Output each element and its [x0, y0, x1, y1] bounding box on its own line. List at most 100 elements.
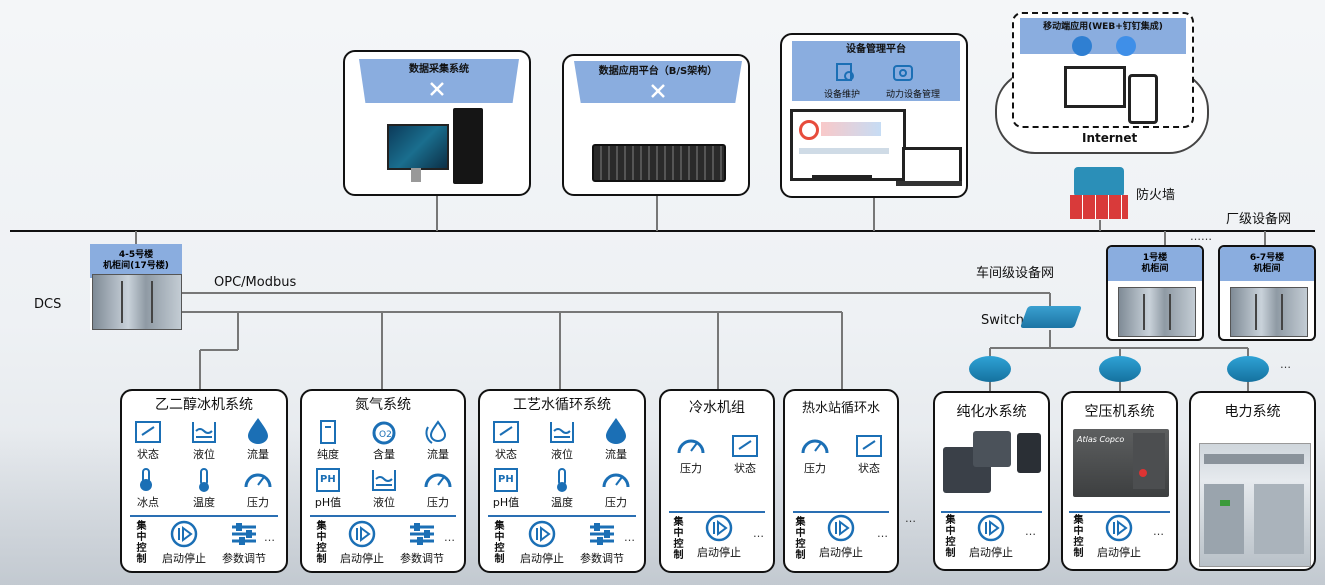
- more-ellipsis: …: [1153, 525, 1164, 538]
- dashboard-screen-image: [790, 109, 906, 181]
- start-stop-button[interactable]: 启动停止: [811, 513, 871, 560]
- param-adjust-button[interactable]: 参数调节: [392, 519, 452, 566]
- phone-image: [1128, 74, 1158, 124]
- separator: [130, 515, 278, 517]
- level-icon: 液位: [536, 419, 588, 462]
- rack-server-image: [592, 144, 726, 182]
- cross-arrows-icon: [430, 82, 444, 96]
- internet-label: Internet: [1082, 131, 1138, 145]
- pressure-icon: 压力: [665, 433, 717, 476]
- ie-browser-icon: [1072, 36, 1092, 56]
- system-title: 电力系统: [1224, 404, 1281, 420]
- status-icon: 状态: [480, 419, 532, 462]
- glycol-chiller-system: 乙二醇冰机系统 状态 液位 流量 冰点 温度 压力 集中控制 启动停止 参数调节…: [120, 389, 288, 573]
- router-icon: [1099, 356, 1141, 382]
- power-device-icon: [893, 65, 913, 81]
- cross-arrows-icon: [651, 84, 665, 98]
- purity-icon: 纯度: [302, 419, 354, 462]
- data-collection-header: 数据采集系统: [359, 59, 519, 103]
- svg-text:PH: PH: [320, 474, 336, 485]
- data-app-box: 数据应用平台（B/S架构）: [562, 54, 750, 196]
- dcs-label: DCS: [34, 297, 62, 312]
- central-control-label: 集中控制: [945, 515, 956, 559]
- firewall-label: 防火墙: [1136, 188, 1176, 203]
- separator: [941, 511, 1042, 513]
- system-title: 纯化水系统: [956, 404, 1027, 420]
- hot-water-station: 热水站循环水 压力 状态 集中控制 启动停止 …: [783, 389, 899, 573]
- power-system: 电力系统: [1189, 391, 1316, 571]
- system-title: 热水站循环水: [801, 401, 880, 416]
- cabinet-room-4-5: 4-5号楼 机柜间(17号楼): [90, 244, 182, 330]
- laptop-image: [1064, 66, 1126, 108]
- monitor-stand: [812, 175, 872, 181]
- systems-ellipsis: …: [905, 512, 916, 525]
- mobile-app-box: 移动端应用(WEB+钉钉集成): [1012, 12, 1194, 128]
- central-control-label: 集中控制: [795, 517, 806, 561]
- more-ellipsis: …: [753, 527, 764, 540]
- routers-ellipsis: …: [1280, 358, 1291, 371]
- dingtalk-icon: [1116, 36, 1136, 56]
- cabinet-image: [92, 274, 182, 330]
- building-4-5-header: 4-5号楼 机柜间(17号楼): [90, 244, 182, 278]
- device-mgmt-box: 设备管理平台 设备维护 动力设备管理: [780, 33, 968, 198]
- more-ellipsis: …: [444, 531, 455, 544]
- data-collection-box: 数据采集系统: [343, 50, 531, 196]
- building-1-header: 1号楼 机柜间: [1108, 247, 1202, 281]
- router-icon: [969, 356, 1011, 382]
- temperature-icon: 温度: [536, 467, 588, 510]
- central-control-label: 集中控制: [673, 517, 684, 561]
- temperature-icon: 温度: [178, 467, 230, 510]
- svg-text:O2: O2: [379, 430, 392, 440]
- laptop-image: [902, 147, 962, 185]
- start-stop-button[interactable]: 启动停止: [961, 513, 1021, 560]
- start-stop-button[interactable]: 启动停止: [689, 513, 749, 560]
- param-adjust-button[interactable]: 参数调节: [214, 519, 274, 566]
- device-mgmt-header: 设备管理平台: [792, 41, 960, 101]
- device-maint-label: 设备维护: [824, 90, 861, 100]
- param-adjust-button[interactable]: 参数调节: [572, 519, 632, 566]
- building-6-7-header: 6-7号楼 机柜间: [1220, 247, 1314, 281]
- opc-modbus-label: OPC/Modbus: [214, 275, 297, 290]
- router-icon: [1227, 356, 1269, 382]
- buildings-ellipsis: ……: [1190, 230, 1212, 243]
- switch-label: Switch: [981, 313, 1024, 328]
- flow-icon: 流量: [232, 415, 284, 462]
- svg-text:PH: PH: [498, 474, 514, 485]
- start-stop-button[interactable]: 启动停止: [512, 519, 572, 566]
- level-icon: 液位: [358, 467, 410, 510]
- more-ellipsis: …: [264, 531, 275, 544]
- central-control-label: 集中控制: [494, 521, 505, 565]
- start-stop-button[interactable]: 启动停止: [332, 519, 392, 566]
- status-icon: 状态: [843, 433, 895, 476]
- data-app-header: 数据应用平台（B/S架构）: [574, 61, 742, 103]
- status-icon: 状态: [122, 419, 174, 462]
- laptop-base: [896, 181, 962, 186]
- level-icon: 液位: [178, 419, 230, 462]
- brand-label: Atlas Copco: [1077, 435, 1125, 444]
- air-compressor-image: Atlas Copco: [1073, 429, 1169, 497]
- separator: [1069, 511, 1170, 513]
- air-compressor-system: 空压机系统 Atlas Copco 集中控制 启动停止 …: [1061, 391, 1178, 571]
- cabinet-room-1: 1号楼 机柜间: [1106, 245, 1204, 341]
- more-ellipsis: …: [624, 531, 635, 544]
- cabinet-image: [1230, 287, 1308, 337]
- pressure-icon: 压力: [412, 467, 464, 510]
- cabinet-room-6-7: 6-7号楼 机柜间: [1218, 245, 1316, 341]
- cabinet-image: [1118, 287, 1196, 337]
- system-title: 空压机系统: [1084, 404, 1155, 420]
- workshop-network-label: 车间级设备网: [976, 266, 1055, 281]
- start-stop-button[interactable]: 启动停止: [1089, 513, 1149, 560]
- flow-icon: 流量: [590, 415, 642, 462]
- status-icon: 状态: [719, 433, 771, 476]
- plc-module-image: [943, 431, 1041, 497]
- start-stop-button[interactable]: 启动停止: [154, 519, 214, 566]
- system-title: 氮气系统: [355, 397, 411, 413]
- device-maintenance-icon: [836, 63, 854, 81]
- separator: [669, 511, 765, 513]
- separator: [488, 515, 636, 517]
- pressure-icon: 压力: [232, 467, 284, 510]
